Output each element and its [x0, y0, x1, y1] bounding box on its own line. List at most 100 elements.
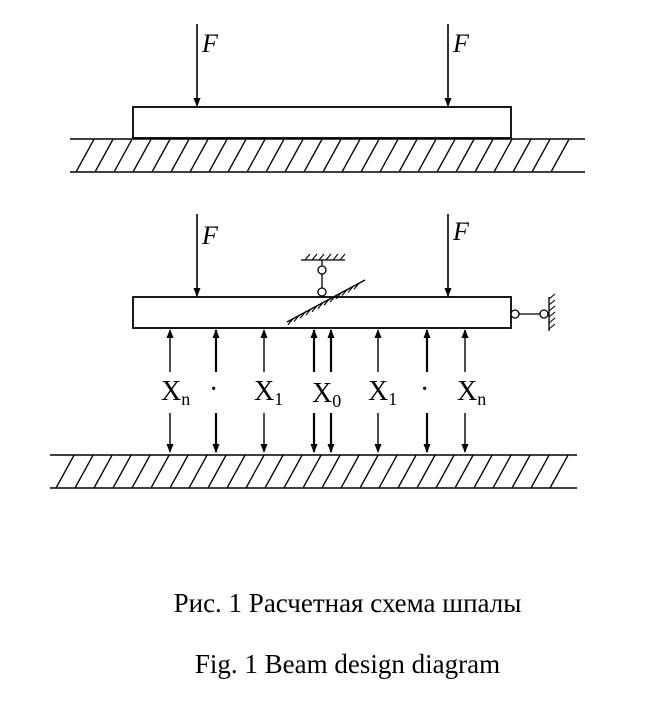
bottom-force-right: F [444, 214, 470, 297]
hatch-line [398, 138, 418, 173]
bottom-ground [50, 454, 577, 489]
hatch-line [530, 454, 550, 489]
figure-caption-ru: Рис. 1 Расчетная схема шпалы [173, 588, 522, 618]
hatch-line [284, 138, 304, 173]
spring-label-x1-right: X1 [368, 376, 397, 409]
hatch-line [323, 299, 330, 306]
hatch-line [353, 282, 360, 290]
hatch-line [188, 454, 208, 489]
hatch-line [321, 454, 341, 489]
hatch-line [511, 454, 531, 489]
top-force-left: F [193, 24, 219, 107]
hatch-line [93, 454, 113, 489]
top-force-right: F [444, 24, 470, 107]
force-label: F [201, 221, 219, 250]
hatch-line [305, 308, 312, 316]
spring-labels: Xn · X1 X0 X1 · Xn [161, 374, 486, 411]
hatch-line [226, 454, 246, 489]
hatch-line [548, 293, 556, 300]
hatch-line [227, 138, 247, 173]
hatch-line [360, 138, 380, 173]
spring-label-dot-right: · [420, 374, 429, 405]
hatch-line [303, 138, 323, 173]
hatch-line [512, 138, 532, 173]
hatch-line [208, 138, 228, 173]
hatch-line [473, 454, 493, 489]
hatch-line [492, 454, 512, 489]
hatch-line [74, 454, 94, 489]
hatch-line [416, 454, 436, 489]
bottom-beam [132, 296, 512, 329]
hatch-line [436, 138, 456, 173]
force-label: F [452, 217, 470, 246]
hatch-line [548, 311, 556, 318]
hatch-line [264, 454, 284, 489]
hatch-line [550, 138, 570, 173]
hatch-line [287, 318, 294, 326]
hatch-line [417, 138, 437, 173]
hatch-line [549, 454, 569, 489]
hatch-line [75, 138, 95, 173]
hatch-line [322, 138, 342, 173]
hatch-line [347, 286, 354, 293]
top-ground [70, 138, 585, 173]
hatch-line [55, 454, 75, 489]
vertical-support-link [301, 253, 346, 297]
hatch-line [341, 138, 361, 173]
hatch-line [113, 138, 133, 173]
hatch-line [548, 299, 556, 306]
hatch-line [318, 253, 325, 261]
hatch-line [325, 253, 332, 261]
hatch-line [397, 454, 417, 489]
hatch-line [340, 454, 360, 489]
hatch-line [548, 305, 556, 312]
hatch-line [170, 138, 190, 173]
figure-caption-en: Fig. 1 Beam design diagram [194, 649, 501, 679]
hatch-line [341, 289, 348, 297]
hatch-line [339, 253, 346, 261]
hatch-line [302, 454, 322, 489]
hatch-line [379, 138, 399, 173]
spring-label-x1-left: X1 [254, 376, 283, 409]
hatch-line [454, 454, 474, 489]
hatch-line [151, 138, 171, 173]
hatch-line [335, 292, 342, 300]
spring-label-xn-left: Xn [161, 376, 190, 409]
hatch-line [329, 295, 336, 303]
hatch-line [189, 138, 209, 173]
spring-label-x0: X0 [312, 378, 341, 411]
hatch-line [317, 302, 324, 309]
top-figure: F F [70, 24, 585, 173]
hatch-line [493, 138, 513, 173]
symmetry-plane [286, 279, 366, 326]
hatch-line [207, 454, 227, 489]
hatch-line [531, 138, 551, 173]
hatch-line [455, 138, 475, 173]
hatch-line [265, 138, 285, 173]
spring-reactions [166, 329, 469, 453]
force-label: F [201, 29, 219, 58]
hatch-line [283, 454, 303, 489]
spring-label-dot-left: · [209, 374, 218, 405]
hatch-line [359, 454, 379, 489]
hatch-line [548, 317, 556, 324]
force-label: F [452, 29, 470, 58]
top-beam [132, 106, 512, 139]
hatch-line [435, 454, 455, 489]
hatch-line [245, 454, 265, 489]
bottom-figure: F F [50, 214, 577, 489]
hatch-line [299, 311, 306, 319]
hatch-line [169, 454, 189, 489]
hatch-line [311, 305, 318, 313]
hatch-line [131, 454, 151, 489]
hatch-line [150, 454, 170, 489]
hatch-line [293, 315, 300, 322]
horizontal-support-link [510, 293, 556, 331]
hatch-line [378, 454, 398, 489]
hatch-line [304, 253, 311, 261]
hatch-line [246, 138, 266, 173]
hatch-line [332, 253, 339, 261]
bottom-force-left: F [193, 214, 219, 297]
spring-label-xn-right: Xn [457, 376, 486, 409]
